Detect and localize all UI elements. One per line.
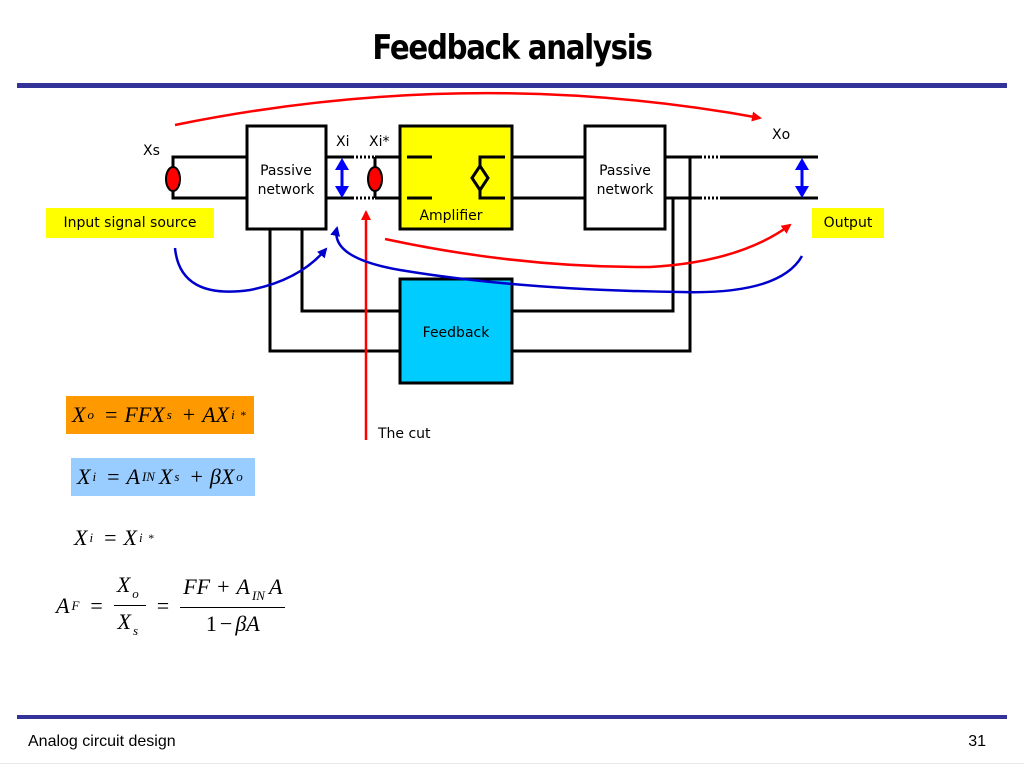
xi-label: Xi	[336, 134, 349, 150]
eq2-term1b-sub: s	[174, 469, 180, 484]
eq3-lhs: X	[74, 525, 88, 550]
feedback-wires	[268, 157, 692, 353]
amplifier-to-output-arrow	[384, 223, 792, 269]
passive-network-output-label-2: network	[597, 182, 655, 198]
dependent-source-icon	[470, 155, 505, 200]
eq2-plus: +	[190, 464, 203, 489]
footer-course-title: Analog circuit design	[28, 733, 176, 750]
amplifier-block	[398, 124, 514, 231]
eq1-term2-sup: *	[239, 407, 246, 422]
eq4-f1-num: X	[116, 572, 131, 597]
eq2-lhs-sub: i	[92, 469, 97, 484]
eq4-equals-2: =	[156, 592, 170, 618]
eq2-term2-sub: o	[236, 469, 243, 484]
input-wires	[171, 155, 247, 200]
eq2-term1b: X	[158, 464, 173, 489]
input-to-network-arrow	[173, 247, 328, 293]
the-cut-label: The cut	[377, 426, 431, 442]
test-source-icon	[367, 166, 383, 192]
output-wires	[665, 155, 818, 200]
eq1-equals: =	[104, 402, 118, 427]
output-dotted-wires	[700, 155, 722, 200]
passive-network-output-block	[583, 124, 667, 231]
amplifier-input-port	[407, 155, 432, 200]
eq4-plus: +	[217, 574, 230, 599]
feedforward-arrow	[174, 91, 762, 127]
xi-star-label: Xi*	[369, 134, 389, 150]
footer-bottom-line	[0, 763, 1024, 764]
input-signal-source-tag: Input signal source	[46, 208, 214, 238]
feedback-label: Feedback	[423, 325, 491, 341]
eq3-equals: =	[104, 525, 117, 550]
eq3-rhs-sub: i	[138, 530, 143, 545]
eq4-f2-num-b-sub: IN	[251, 588, 265, 603]
passive-network-output-label-1: Passive	[599, 163, 651, 179]
output-tag: Output	[812, 208, 884, 238]
eq1-term1: FFX	[124, 402, 165, 427]
passive-network-input-label-1: Passive	[260, 163, 312, 179]
xo-label: Xo	[772, 127, 790, 143]
feedback-block	[398, 277, 514, 385]
amp-output-wires	[512, 155, 585, 200]
page-number: 31	[968, 733, 986, 750]
double-arrow-icon-xi	[335, 158, 349, 198]
eq4-f1-den: X	[117, 609, 131, 634]
eq2-term1: A	[126, 464, 140, 489]
footer-divider	[17, 715, 1007, 719]
amplifier-label: Amplifier	[419, 208, 482, 224]
eq3-rhs-sup: *	[147, 530, 154, 545]
eq4-minus: −	[219, 611, 233, 636]
xi-wires	[326, 155, 400, 200]
output-feedback-arrow	[330, 226, 804, 294]
eq4-lhs-sub: F	[71, 597, 80, 613]
eq4-f2-num-c: A	[268, 574, 283, 599]
eq1-term2-sub: i	[231, 407, 235, 422]
eq4-f2-num-b: A	[236, 574, 250, 599]
eq1-plus: +	[182, 402, 196, 427]
eq3-rhs: X	[123, 525, 137, 550]
eq2-lhs: X	[77, 464, 91, 489]
eq4-f1-den-sub: s	[133, 623, 139, 638]
eq3-lhs-sub: i	[89, 530, 94, 545]
eq2-equals: =	[107, 464, 120, 489]
eq4-f2-num-a: FF	[183, 574, 211, 599]
eq4-lhs: A	[56, 592, 70, 618]
eq1-term1-sub: s	[166, 407, 172, 422]
eq2-term1-sub: IN	[141, 469, 155, 484]
xs-label: Xs	[143, 143, 160, 159]
eq1-lhs-sub: o	[87, 407, 94, 422]
eq4-equals-1: =	[90, 592, 103, 618]
eq1-term2: AX	[202, 402, 230, 427]
passive-network-input-label-2: network	[258, 182, 316, 198]
eq4-f2-den-b: βA	[235, 611, 260, 636]
eq4-f1-num-sub: o	[132, 586, 139, 601]
double-arrow-icon-xo	[795, 158, 809, 198]
passive-network-input-block	[245, 124, 328, 231]
eq1-lhs: X	[72, 402, 86, 427]
title-divider	[17, 83, 1007, 88]
eq4-f2-den-a: 1	[205, 611, 217, 636]
eq2-term2: βX	[209, 464, 235, 489]
voltage-source-icon	[165, 166, 181, 192]
slide-title: Feedback analysis	[372, 28, 653, 68]
